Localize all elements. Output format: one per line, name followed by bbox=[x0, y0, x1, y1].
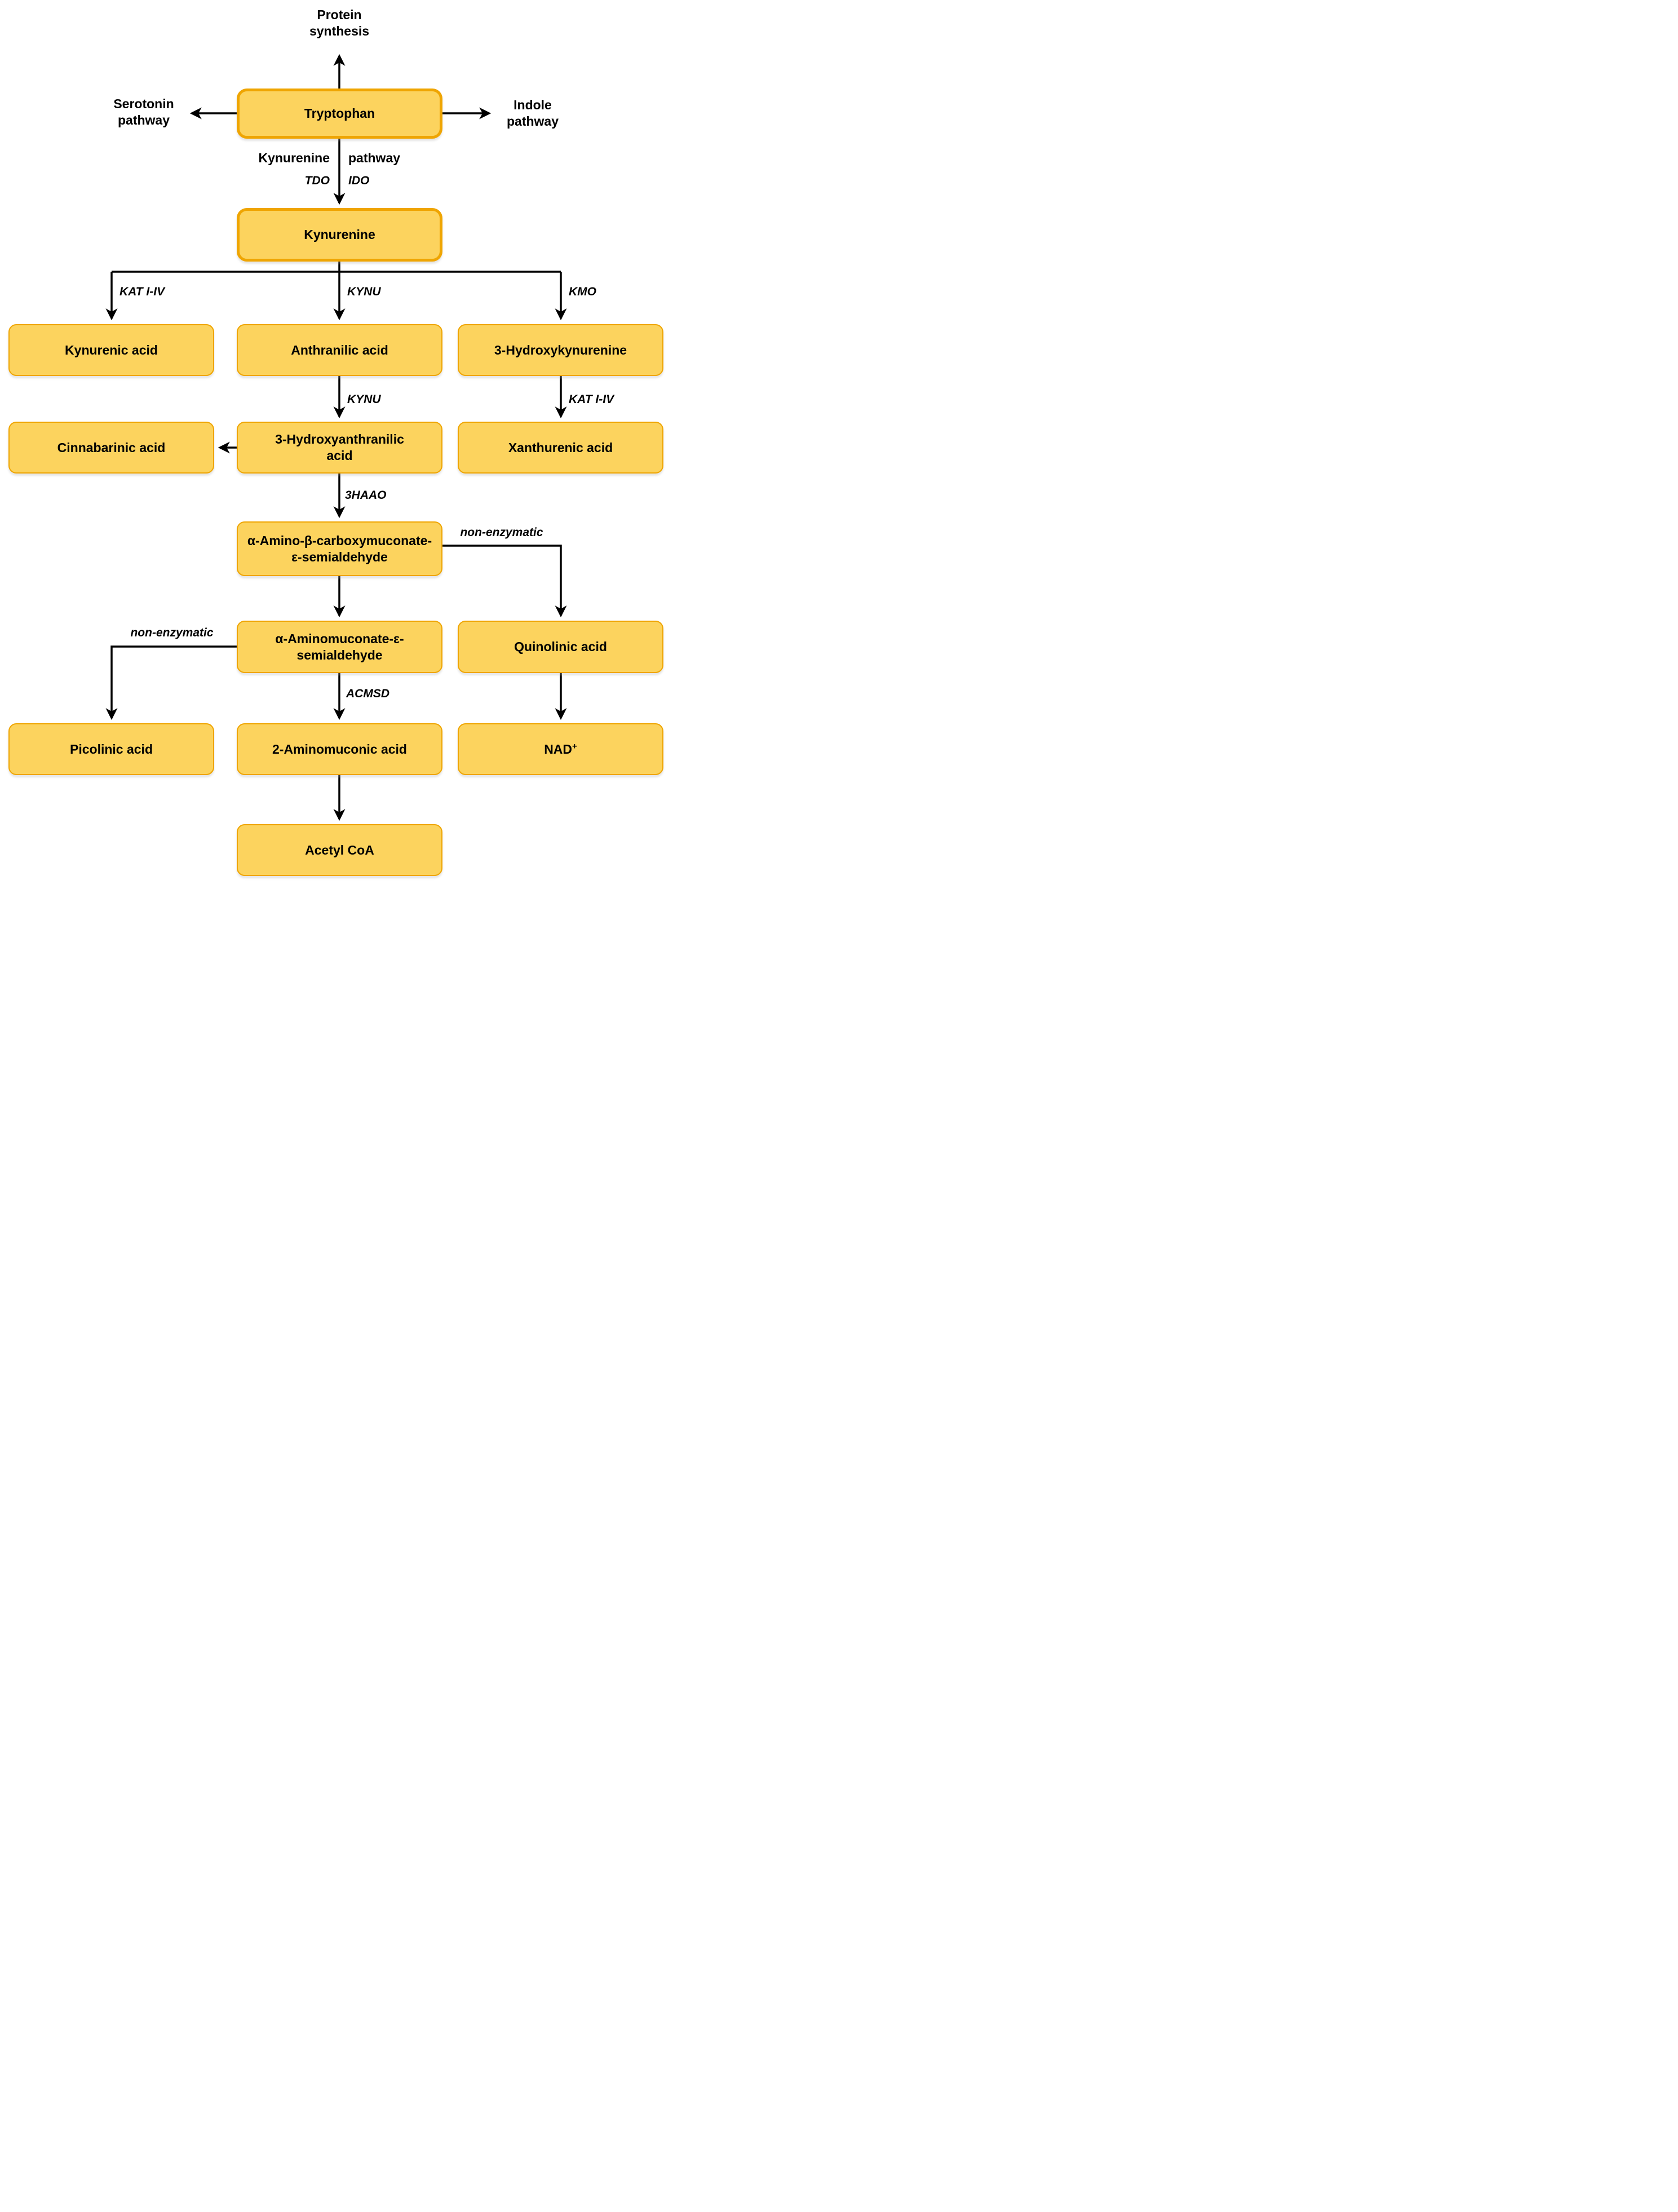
node-nad-label: NAD+ bbox=[539, 741, 582, 758]
label-enzyme-acmsd: ACMSD bbox=[346, 687, 389, 700]
node-ams-label: α-Aminomuconate-ε- semialdehyde bbox=[275, 631, 404, 662]
node-kynurenic-acid-label: Kynurenic acid bbox=[65, 342, 158, 357]
node-quinolinic-acid: Quinolinic acid bbox=[458, 621, 663, 673]
node-picolinic-acid: Picolinic acid bbox=[8, 723, 214, 775]
node-cinnabarinic-acid: Cinnabarinic acid bbox=[8, 422, 214, 474]
label-protein-synthesis: Protein synthesis bbox=[309, 7, 370, 38]
kynurenine-pathway-diagram: Protein synthesis Serotonin pathway Indo… bbox=[0, 0, 671, 885]
node-nad-sup: + bbox=[572, 741, 577, 751]
label-enzyme-3haao: 3HAAO bbox=[345, 489, 387, 502]
label-indole-pathway: Indole pathway bbox=[506, 98, 559, 129]
label-enzyme-kynu-2: KYNU bbox=[347, 393, 381, 406]
node-ams: α-Aminomuconate-ε- semialdehyde bbox=[237, 621, 442, 673]
label-non-enzymatic-left: non-enzymatic bbox=[130, 626, 214, 639]
node-xanthurenic-acid: Xanthurenic acid bbox=[458, 422, 663, 474]
node-kynurenic-acid: Kynurenic acid bbox=[8, 324, 214, 376]
node-tryptophan: Tryptophan bbox=[237, 89, 442, 139]
node-kynurenine-label: Kynurenine bbox=[304, 227, 375, 242]
node-3-hydroxykynurenine: 3-Hydroxykynurenine bbox=[458, 324, 663, 376]
label-enzyme-kat-i-iv-2: KAT I-IV bbox=[569, 393, 614, 406]
label-enzyme-kat-i-iv-1: KAT I-IV bbox=[119, 285, 165, 298]
node-2-aminomuconic-acid: 2-Aminomuconic acid bbox=[237, 723, 442, 775]
node-acms-label: α-Amino-β-carboxymuconate- ε-semialdehyd… bbox=[247, 533, 432, 564]
node-tryptophan-label: Tryptophan bbox=[304, 106, 375, 121]
label-enzyme-ido: IDO bbox=[348, 174, 370, 187]
node-quinolinic-acid-label: Quinolinic acid bbox=[514, 639, 607, 654]
label-enzyme-tdo: TDO bbox=[304, 174, 330, 187]
label-enzyme-kmo: KMO bbox=[569, 285, 596, 298]
label-serotonin-pathway: Serotonin pathway bbox=[113, 96, 174, 127]
node-anthranilic-acid: Anthranilic acid bbox=[237, 324, 442, 376]
node-anthranilic-acid-label: Anthranilic acid bbox=[291, 342, 388, 357]
connector-layer bbox=[105, 54, 567, 821]
node-3-hydroxyanthranilic-acid-label: 3-Hydroxyanthranilic acid bbox=[275, 432, 404, 463]
node-acms: α-Amino-β-carboxymuconate- ε-semialdehyd… bbox=[237, 521, 442, 576]
node-acetyl-coa-label: Acetyl CoA bbox=[305, 842, 374, 857]
node-xanthurenic-acid-label: Xanthurenic acid bbox=[508, 440, 613, 455]
arrow-acms-to-quinolinic-elbow bbox=[442, 545, 567, 618]
node-2-aminomuconic-acid-label: 2-Aminomuconic acid bbox=[272, 741, 407, 756]
label-kynurenine-pathway-left: Kynurenine bbox=[258, 151, 330, 165]
node-cinnabarinic-acid-label: Cinnabarinic acid bbox=[57, 440, 166, 455]
node-nad: NAD+ bbox=[458, 723, 663, 775]
label-kynurenine-pathway-right: pathway bbox=[348, 151, 401, 165]
node-3-hydroxykynurenine-label: 3-Hydroxykynurenine bbox=[494, 342, 627, 357]
label-enzyme-kynu-1: KYNU bbox=[347, 285, 381, 298]
node-nad-base: NAD bbox=[544, 741, 573, 756]
arrow-ams-to-picolinic-elbow bbox=[105, 645, 237, 720]
label-non-enzymatic-right: non-enzymatic bbox=[460, 526, 543, 539]
node-3-hydroxyanthranilic-acid: 3-Hydroxyanthranilic acid bbox=[237, 422, 442, 474]
node-picolinic-acid-label: Picolinic acid bbox=[70, 741, 153, 756]
node-kynurenine: Kynurenine bbox=[237, 208, 442, 262]
node-acetyl-coa: Acetyl CoA bbox=[237, 824, 442, 876]
